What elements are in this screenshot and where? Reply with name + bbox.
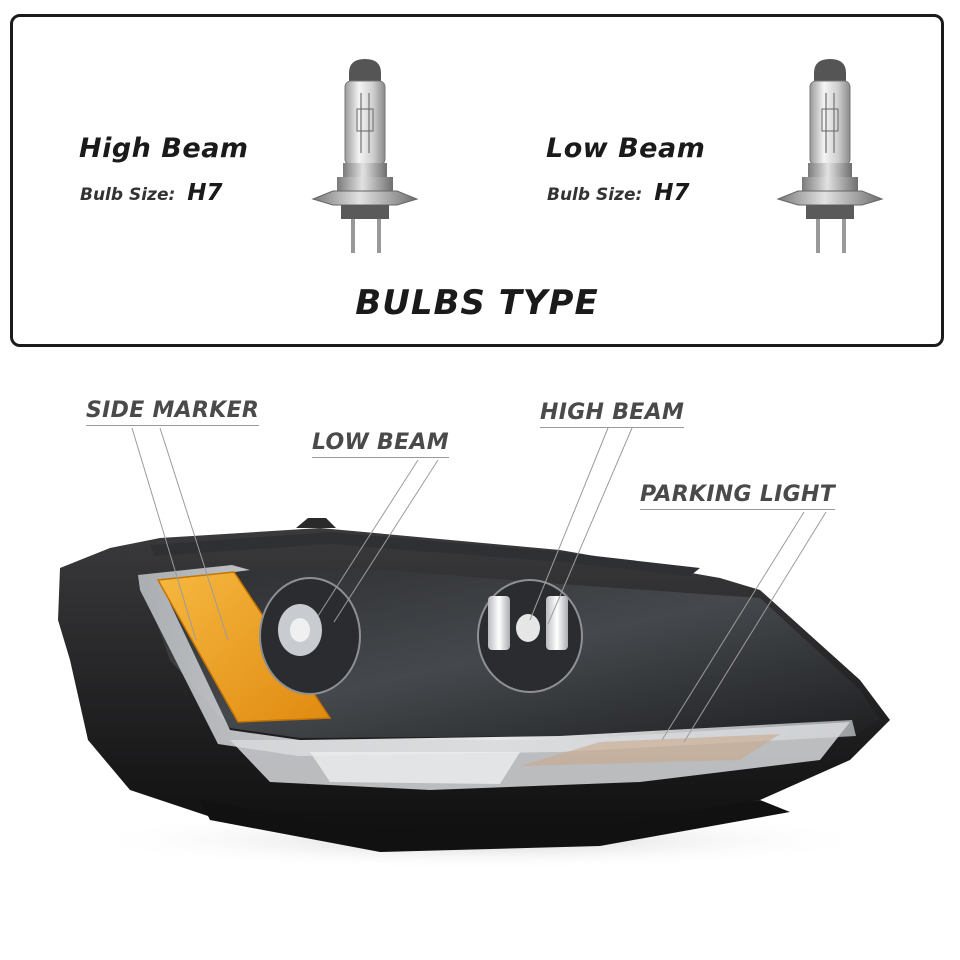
leader-low-beam-1 bbox=[317, 459, 419, 617]
callout-parking-light: PARKING LIGHT bbox=[640, 482, 836, 510]
leader-parking-light-2 bbox=[683, 511, 827, 743]
leader-low-beam-2 bbox=[333, 459, 439, 623]
leader-side-marker-1 bbox=[131, 427, 197, 641]
high-beam-size-value: H7 bbox=[187, 180, 223, 206]
callout-high-beam: HIGH BEAM bbox=[540, 400, 685, 428]
leader-high-beam-2 bbox=[547, 427, 633, 625]
leader-side-marker-2 bbox=[159, 427, 229, 641]
housing-bottom bbox=[200, 800, 790, 852]
callout-side-marker: SIDE MARKER bbox=[86, 398, 260, 426]
mounting-tab bbox=[296, 518, 336, 528]
high-beam-bulb-size: Bulb Size: H7 bbox=[80, 180, 223, 206]
bulbs-type-heading: BULBS TYPE bbox=[355, 283, 599, 323]
high-beam-size-label: Bulb Size: bbox=[80, 185, 176, 205]
high-beam-title: High Beam bbox=[79, 133, 249, 164]
low-beam-bulb-size: Bulb Size: H7 bbox=[547, 180, 690, 206]
callout-low-beam: LOW BEAM bbox=[312, 430, 449, 458]
leader-high-beam-1 bbox=[529, 427, 609, 621]
top-edge-strip bbox=[150, 532, 700, 576]
high-beam-reflector bbox=[477, 579, 583, 693]
leader-lines bbox=[131, 427, 827, 743]
parking-light-detail bbox=[520, 734, 780, 766]
low-beam-title: Low Beam bbox=[546, 133, 706, 164]
low-beam-size-label: Bulb Size: bbox=[547, 185, 643, 205]
low-beam-size-value: H7 bbox=[654, 180, 690, 206]
low-beam-bulb-icon bbox=[776, 59, 884, 253]
parking-light-reflector bbox=[310, 752, 520, 784]
low-beam-reflector bbox=[259, 577, 361, 695]
leader-parking-light-1 bbox=[661, 511, 805, 741]
bulbs-type-panel: High Beam Bulb Size: H7 Low Beam Bulb Siz… bbox=[10, 14, 944, 347]
high-beam-bulb-icon bbox=[311, 59, 419, 253]
